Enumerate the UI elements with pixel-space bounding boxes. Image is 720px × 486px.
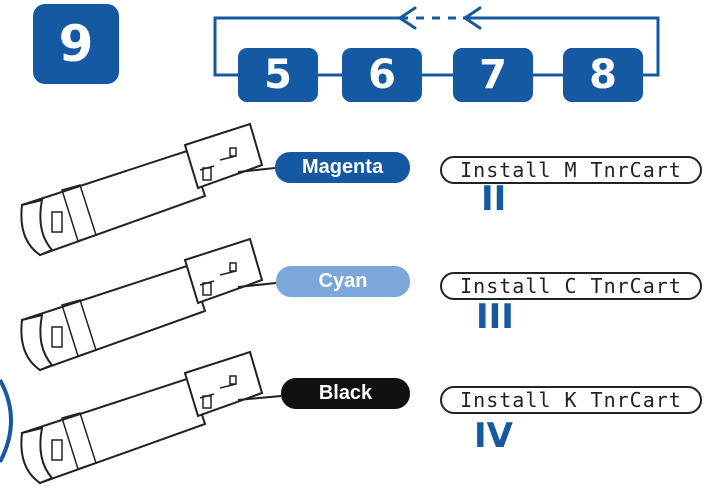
color-label-black: Black [281, 378, 410, 409]
slot-numeral: IV [474, 416, 513, 456]
edge-arc-fragment [0, 379, 13, 463]
color-label-cyan: Cyan [276, 266, 410, 297]
lcd-message-magenta: Install M TnrCart [440, 156, 702, 184]
toner-cartridge-cyan [20, 237, 277, 372]
toner-cartridge-black [20, 350, 282, 485]
slot-numeral: III [476, 297, 514, 337]
sequence-step-badge: 5 [238, 48, 318, 102]
slot-numeral: II [481, 179, 507, 219]
toner-cartridge-magenta [20, 122, 276, 257]
step-number-badge: 9 [33, 4, 119, 84]
sequence-step-badge: 7 [453, 48, 533, 102]
lcd-message-black: Install K TnrCart [440, 386, 702, 414]
color-label-magenta: Magenta [275, 152, 410, 183]
sequence-step-badge: 8 [563, 48, 643, 102]
sequence-step-badge: 6 [342, 48, 422, 102]
arrow-head-left [397, 6, 482, 30]
lcd-message-cyan: Install C TnrCart [440, 272, 702, 300]
sequence-loop-arrow [213, 16, 660, 77]
